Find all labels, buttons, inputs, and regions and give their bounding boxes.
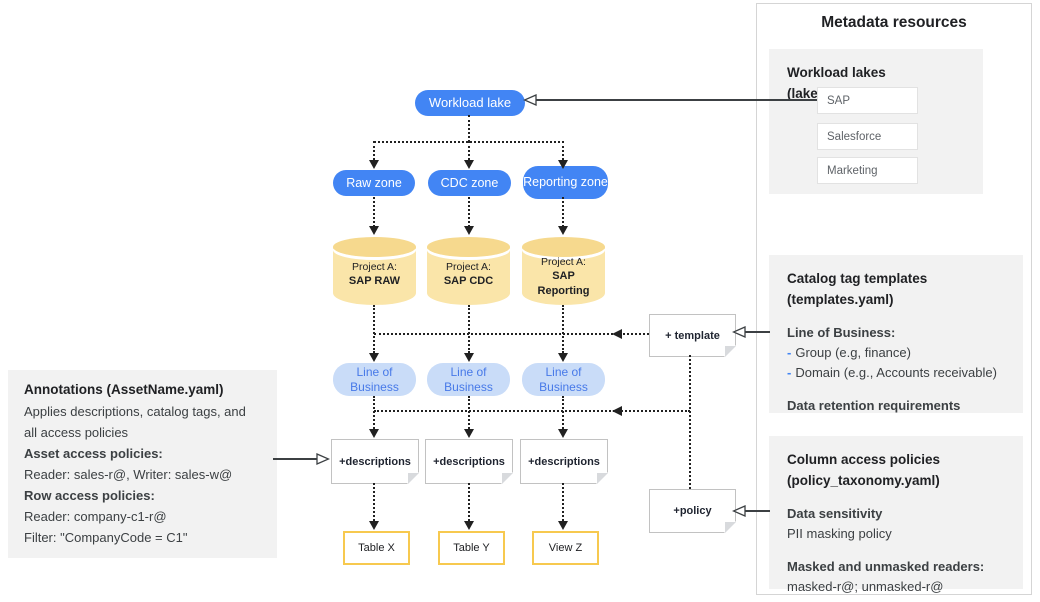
cylinder-top xyxy=(427,237,510,257)
arrow-left-icon xyxy=(612,406,622,416)
connector-lake-down xyxy=(468,115,470,142)
annotations-panel: Annotations (AssetName.yaml) Applies des… xyxy=(8,370,277,558)
template-note: + template xyxy=(649,314,736,357)
descriptions-note-1: +descriptions xyxy=(331,439,419,484)
arrow-down-icon xyxy=(558,521,568,530)
connector-to-reporting xyxy=(562,141,564,160)
catalog-heading-line1: Catalog tag templates xyxy=(787,271,928,286)
connector-cylinder-lob-3 xyxy=(562,305,564,353)
project-sap-reporting-cylinder: Project A:SAP Reporting xyxy=(522,237,605,305)
data-sensitivity-body: PII masking policy xyxy=(787,526,892,541)
cylinder-label: Project A:SAP RAW xyxy=(348,261,401,288)
arrow-left-icon xyxy=(612,329,622,339)
line-sap-to-lake xyxy=(536,99,817,101)
table-x-node: Table X xyxy=(343,531,410,565)
cylinder-label: Project A:SAP CDC xyxy=(443,261,494,288)
data-sensitivity-heading: Data sensitivity xyxy=(787,506,883,521)
table-y-node: Table Y xyxy=(438,531,505,565)
open-arrow-left-icon xyxy=(523,94,537,106)
raw-zone-node: Raw zone xyxy=(333,170,415,196)
catalog-bullet-domain: -Domain (e.g., Accounts receivable) xyxy=(787,365,997,380)
connector-cylinder-lob-2 xyxy=(468,305,470,353)
connector-raw-cylinder xyxy=(373,197,375,227)
connector-to-cdc xyxy=(468,141,470,160)
connector-lob-desc-2 xyxy=(468,396,470,429)
project-sap-raw-cylinder: Project A:SAP RAW xyxy=(333,237,416,305)
open-arrow-left-icon xyxy=(732,326,746,338)
asset-access-heading: Asset access policies: xyxy=(24,446,163,461)
arrow-down-icon xyxy=(558,429,568,438)
connector-cylinder-lob-1 xyxy=(373,305,375,353)
annotations-title: Annotations (AssetName.yaml) xyxy=(24,382,224,397)
policies-heading-line2: (policy_taxonomy.yaml) xyxy=(787,473,940,488)
arrow-down-icon xyxy=(558,160,568,169)
connector-cdc-cylinder xyxy=(468,197,470,227)
connector-reporting-cylinder xyxy=(562,197,564,227)
connector-desc-table-1 xyxy=(373,483,375,521)
arrow-down-icon xyxy=(369,226,379,235)
arrow-down-icon xyxy=(464,160,474,169)
arrow-down-icon xyxy=(464,521,474,530)
descriptions-note-2: +descriptions xyxy=(425,439,513,484)
cylinder-label: Project A:SAP Reporting xyxy=(537,256,590,298)
lob-tag-2: Line of Business xyxy=(427,363,510,396)
arrow-down-icon xyxy=(464,429,474,438)
arrow-down-icon xyxy=(369,160,379,169)
arrow-down-icon xyxy=(369,521,379,530)
lake-card-sap: SAP xyxy=(817,87,918,114)
line-panel-to-policy xyxy=(745,510,770,512)
catalog-heading-line2: (templates.yaml) xyxy=(787,292,894,307)
arrow-down-icon xyxy=(369,353,379,362)
lake-card-salesforce: Salesforce xyxy=(817,123,918,150)
workload-lake-node: Workload lake xyxy=(415,90,525,116)
filter-text: Filter: "CompanyCode = C1" xyxy=(24,530,188,545)
connector-lob-desc-3 xyxy=(562,396,564,429)
annotations-body: Applies descriptions, catalog tags, and … xyxy=(24,404,246,440)
lake-card-marketing: Marketing xyxy=(817,157,918,184)
arrow-down-icon xyxy=(369,429,379,438)
row-access-heading: Row access policies: xyxy=(24,488,155,503)
metadata-panel-title: Metadata resources xyxy=(821,14,967,31)
cylinder-top xyxy=(522,237,605,257)
catalog-lob-heading: Line of Business: xyxy=(787,325,896,340)
open-arrow-right-icon xyxy=(316,453,330,465)
view-z-node: View Z xyxy=(532,531,599,565)
cdc-zone-node: CDC zone xyxy=(428,170,511,196)
masked-readers-heading: Masked and unmasked readers: xyxy=(787,559,985,574)
arrow-down-icon xyxy=(464,353,474,362)
reporting-zone-node: Reporting zone xyxy=(523,166,608,199)
arrow-down-icon xyxy=(464,226,474,235)
connector-to-raw xyxy=(373,141,375,160)
line-panel-to-template xyxy=(745,331,770,333)
catalog-bullet-group: -Group (e.g, finance) xyxy=(787,345,911,360)
arrow-down-icon xyxy=(558,353,568,362)
arrow-down-icon xyxy=(558,226,568,235)
policy-note: +policy xyxy=(649,489,736,533)
connector-template-policy xyxy=(689,355,691,489)
connector-desc-table-3 xyxy=(562,483,564,521)
connector-template-bus xyxy=(374,333,649,335)
project-sap-cdc-cylinder: Project A:SAP CDC xyxy=(427,237,510,305)
asset-access-body: Reader: sales-r@, Writer: sales-w@ xyxy=(24,467,233,482)
cylinder-top xyxy=(333,237,416,257)
bullet-dash: - xyxy=(787,365,792,380)
column-policies-section: Column access policies (policy_taxonomy.… xyxy=(769,436,1023,594)
policies-heading-line1: Column access policies xyxy=(787,452,941,467)
catalog-templates-section: Catalog tag templates (templates.yaml) L… xyxy=(769,255,1023,413)
open-arrow-left-icon xyxy=(732,505,746,517)
lob-tag-1: Line of Business xyxy=(333,363,416,396)
bullet-dash: - xyxy=(787,345,792,360)
line-annotations-to-descriptions xyxy=(273,458,318,460)
connector-lob-desc-1 xyxy=(373,396,375,429)
row-access-body: Reader: company-c1-r@ xyxy=(24,509,167,524)
connector-desc-table-2 xyxy=(468,483,470,521)
lob-tag-3: Line of Business xyxy=(522,363,605,396)
masked-readers-body: masked-r@; unmasked-r@ xyxy=(787,579,944,594)
catalog-retention-heading: Data retention requirements xyxy=(787,398,961,413)
connector-policy-bus xyxy=(374,410,690,412)
descriptions-note-3: +descriptions xyxy=(520,439,608,484)
